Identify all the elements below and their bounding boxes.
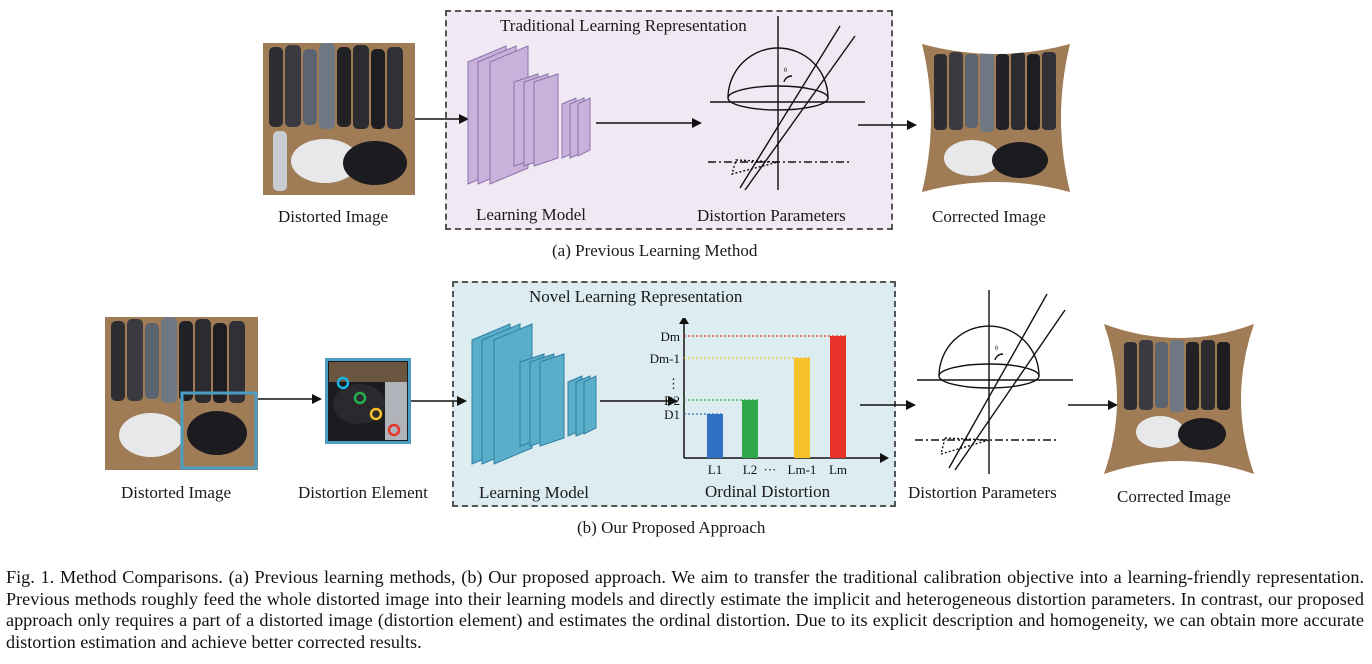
corrected-image-a-label: Corrected Image	[932, 207, 1046, 226]
arrow-b4	[860, 400, 916, 410]
x-tick-label: ···	[764, 462, 777, 477]
bar-level-1	[707, 414, 723, 458]
x-tick-label: Lm-1	[788, 462, 817, 477]
arrow-b5	[1068, 400, 1118, 410]
distortion-element-label: Distortion Element	[298, 483, 428, 502]
panel-b-subcaption: (b) Our Proposed Approach	[577, 518, 766, 537]
distortion-parameters-b-label: Distortion Parameters	[908, 483, 1057, 502]
arrow-a1	[415, 114, 469, 124]
x-tick-label: Lm	[829, 462, 847, 477]
distorted-image-a	[263, 43, 415, 195]
distorted-image-b-label: Distorted Image	[121, 483, 231, 502]
arrow-b2	[411, 396, 467, 406]
bar-level-2	[742, 400, 758, 458]
x-axis-arrow	[880, 453, 889, 463]
y-tick-label: ⋮	[667, 376, 680, 391]
arrow-b1	[258, 394, 322, 404]
arrow-b3	[600, 396, 678, 406]
figure-caption: Fig. 1. Method Comparisons. (a) Previous…	[6, 567, 1364, 652]
distortion-parameters-a-label: Distortion Parameters	[697, 206, 846, 225]
learning-model-b	[471, 323, 597, 465]
distortion-element	[325, 358, 411, 444]
corrected-image-b-label: Corrected Image	[1117, 487, 1231, 506]
ordinal-distortion-label: Ordinal Distortion	[705, 482, 831, 501]
y-tick-label: Dm	[661, 329, 681, 344]
panel-a-title: Traditional Learning Representation	[500, 16, 747, 35]
distorted-image-b	[105, 317, 258, 470]
learning-model-a-label: Learning Model	[476, 205, 586, 224]
panel-b-title: Novel Learning Representation	[529, 287, 743, 306]
corrected-image-a	[922, 44, 1070, 192]
distorted-image-a-label: Distorted Image	[278, 207, 388, 226]
learning-model-a	[467, 45, 591, 185]
bar-level-3	[794, 358, 810, 458]
corrected-image-b	[1104, 324, 1254, 474]
svg-text:θ: θ	[995, 346, 998, 352]
y-tick-label: D1	[664, 407, 680, 422]
bar-level-4	[830, 336, 846, 458]
x-tick-label: L1	[708, 462, 722, 477]
y-axis-arrow	[679, 318, 689, 324]
panel-a-subcaption: (a) Previous Learning Method	[552, 241, 758, 260]
arrow-a2	[596, 118, 702, 128]
learning-model-b-label: Learning Model	[479, 483, 589, 502]
distortion-parameters-diagram-a: θ	[708, 16, 865, 191]
svg-text:θ: θ	[784, 68, 787, 74]
x-tick-label: L2	[743, 462, 757, 477]
distortion-parameters-diagram-b: θ	[915, 290, 1073, 474]
y-tick-label: Dm-1	[650, 351, 680, 366]
arrow-a3	[858, 120, 917, 130]
y-tick-label: D2	[664, 393, 680, 408]
